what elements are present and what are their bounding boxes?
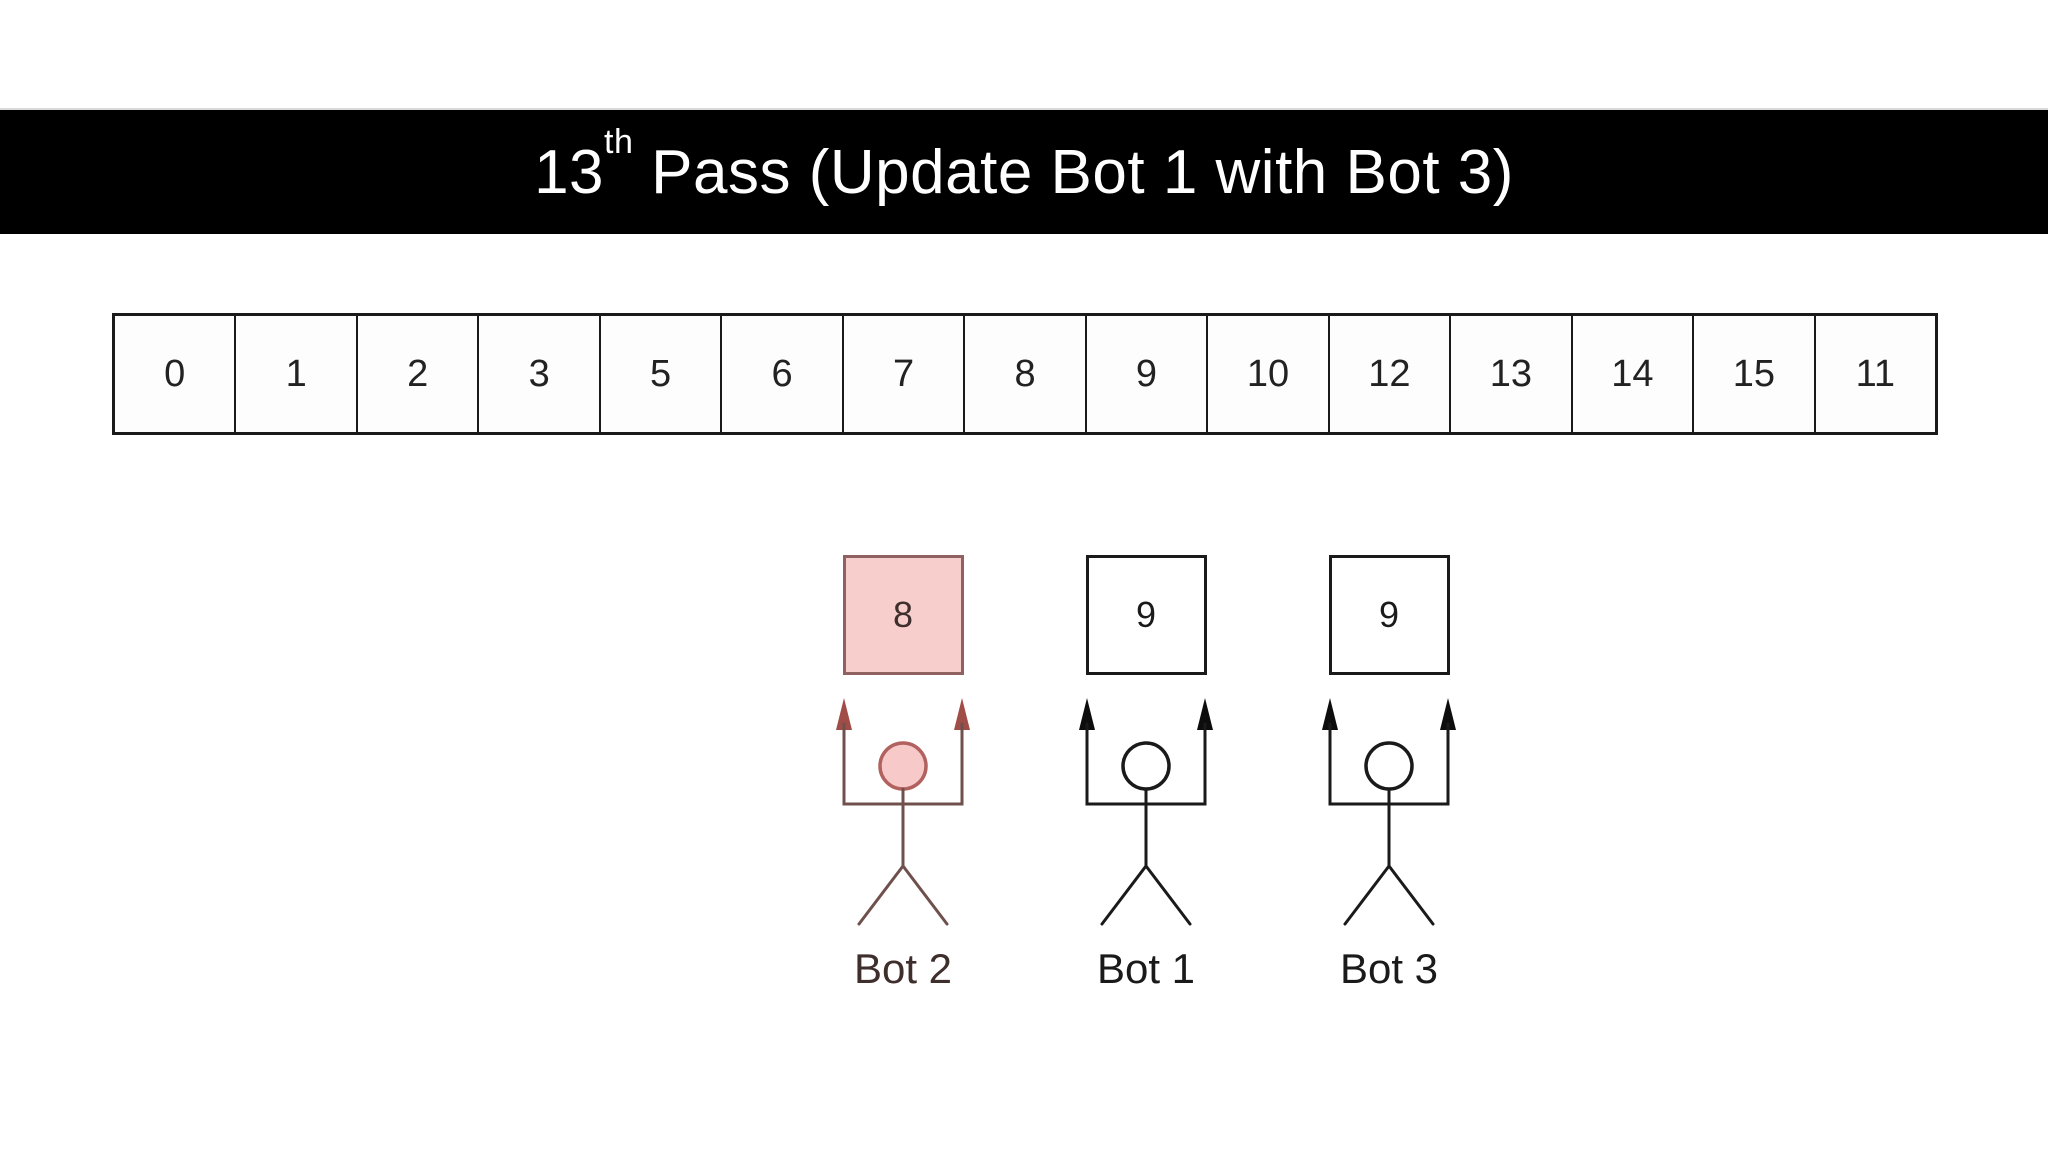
array-cell-value: 1	[285, 352, 307, 395]
bot-2-label: Bot 2	[853, 945, 953, 992]
bot-3-value-box: 9	[1328, 555, 1450, 675]
title-bar: 13th Pass (Update Bot 1 with Bot 3)	[0, 108, 2048, 234]
bot-2-value: 8	[892, 594, 914, 635]
array-cell: 11	[1813, 316, 1935, 432]
array-cell: 14	[1570, 316, 1692, 432]
array-cell-value: 9	[1135, 352, 1158, 395]
array-cell-value: 14	[1611, 352, 1654, 395]
head-circle	[1121, 741, 1171, 791]
array-cell-value: 8	[1014, 352, 1036, 395]
left-leg-line	[1100, 864, 1148, 926]
array-cell: 1	[234, 316, 355, 432]
bot-1-value: 9	[1135, 594, 1157, 635]
right-arm-up-arrow-icon	[954, 698, 970, 730]
array-cell: 5	[598, 316, 720, 432]
bot-1-group: 9 Bot 1	[1076, 555, 1216, 992]
array-cell: 3	[477, 316, 598, 432]
robot-figure-icon	[836, 698, 970, 926]
bot-1-value-box: 9	[1085, 555, 1207, 675]
left-leg-line	[1343, 864, 1391, 926]
array-cell: 9	[1084, 316, 1206, 432]
array-row: 0 1 2 3 5 6 7 8 9 10 12 13 14 15 11	[112, 313, 1938, 435]
title-prefix: 13	[534, 137, 605, 207]
left-arm-up-arrow-icon	[836, 698, 852, 730]
left-arm-up-arrow-icon	[1079, 698, 1095, 730]
left-leg-line	[857, 864, 905, 926]
array-cell-value: 6	[771, 352, 793, 395]
bot-3-group: 9 Bot 3	[1319, 555, 1459, 992]
array-cell: 8	[963, 316, 1084, 432]
title-superscript: th	[604, 123, 634, 162]
bot-3-value: 9	[1378, 594, 1400, 635]
right-arm-up-arrow-icon	[1197, 698, 1213, 730]
array-cell: 0	[115, 316, 234, 432]
array-cell-value: 3	[528, 352, 550, 395]
robot-figure-icon	[1322, 698, 1456, 926]
bot-3-label: Bot 3	[1339, 945, 1439, 992]
robot-figure-icon	[1079, 698, 1213, 926]
right-leg-line	[1144, 864, 1192, 926]
right-leg-line	[901, 864, 949, 926]
head-circle	[1364, 741, 1414, 791]
array-cell-value: 5	[650, 352, 672, 395]
array-cell: 2	[355, 316, 477, 432]
array-cell: 15	[1692, 316, 1813, 432]
right-arm-up-arrow-icon	[1440, 698, 1456, 730]
bot-2-group: 8 Bot 2	[833, 555, 973, 992]
array-cell-value: 0	[164, 352, 186, 395]
array-cell-value: 12	[1368, 352, 1411, 395]
array-cell: 10	[1206, 316, 1327, 432]
array-cell: 7	[841, 316, 963, 432]
right-leg-line	[1387, 864, 1435, 926]
array-cell-value: 13	[1489, 352, 1533, 395]
head-circle	[878, 741, 928, 791]
array-cell: 6	[720, 316, 841, 432]
array-cell: 12	[1327, 316, 1449, 432]
left-arm-up-arrow-icon	[1322, 698, 1338, 730]
array-cell-value: 7	[892, 352, 915, 395]
array-cell: 13	[1449, 316, 1570, 432]
array-cell-value: 11	[1855, 352, 1896, 395]
array-cell-value: 15	[1732, 352, 1775, 395]
array-cell-value: 2	[407, 352, 429, 395]
page-title: 13th Pass (Update Bot 1 with Bot 3)	[534, 125, 1514, 208]
bot-1-label: Bot 1	[1096, 945, 1196, 992]
bot-2-value-box: 8	[842, 555, 964, 675]
array-cell-value: 10	[1246, 352, 1290, 395]
title-rest: Pass (Update Bot 1 with Bot 3)	[633, 137, 1514, 207]
